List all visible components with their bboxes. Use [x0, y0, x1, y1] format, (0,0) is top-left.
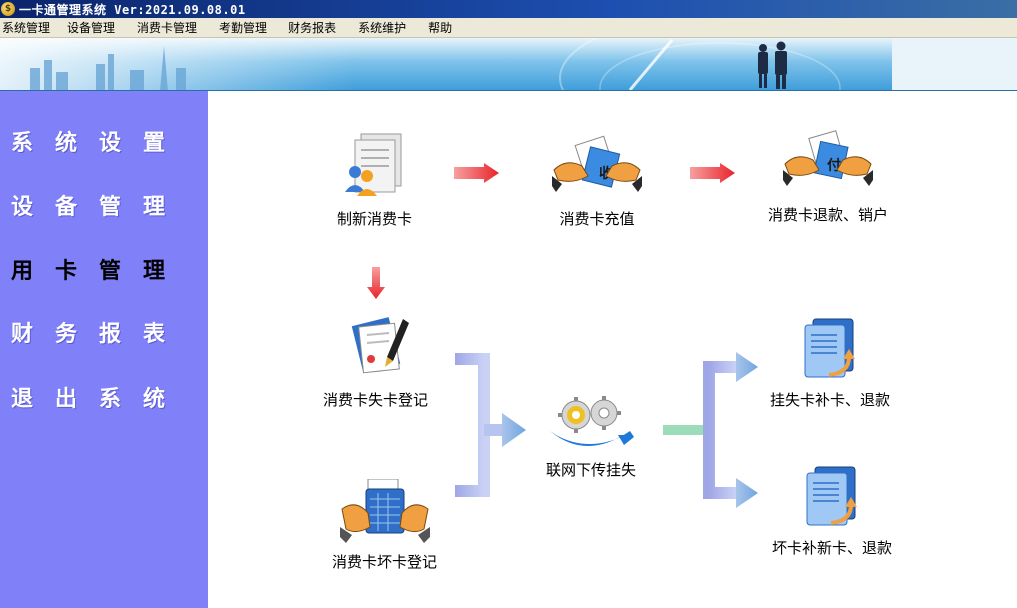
node-network-download[interactable]: 联网下传挂失 [546, 391, 636, 480]
gears-sync-icon [550, 396, 634, 446]
lost-register-label: 消费卡失卡登记 [323, 391, 429, 409]
card-management-workflow: 制新消费卡 收 消费卡充值 付 [208, 91, 1017, 608]
node-lost-replace[interactable]: 挂失卡补卡、退款 [770, 317, 890, 410]
menu-financial-reports[interactable]: 财务报表 [288, 21, 337, 35]
new-card-label: 制新消费卡 [337, 210, 413, 228]
header-banner [0, 38, 1017, 91]
arrow-right-icon [690, 163, 735, 183]
arrow-right-icon [454, 163, 499, 183]
menu-device-management[interactable]: 设备管理 [67, 21, 116, 35]
menu-card-management[interactable]: 消费卡管理 [137, 21, 198, 35]
recharge-hands-icon: 收 [552, 135, 642, 192]
businessmen-illustration [758, 41, 787, 89]
split-bracket [703, 361, 736, 499]
menu-help[interactable]: 帮助 [428, 21, 453, 35]
card-replace-icon [804, 318, 855, 378]
node-recharge[interactable]: 收 消费卡充值 [552, 132, 642, 229]
connector-line [663, 425, 709, 435]
app-icon: $ [1, 2, 15, 16]
menu-system-management[interactable]: 系统管理 [2, 21, 51, 35]
card-replace-icon [806, 466, 857, 526]
node-refund-close[interactable]: 付 消费卡退款、销户 [768, 130, 888, 225]
sidebar-item-financial-reports[interactable]: 财务报表 [11, 321, 188, 347]
recharge-label: 消费卡充值 [559, 210, 635, 228]
broken-replace-label: 坏卡补新卡、退款 [772, 539, 893, 557]
node-broken-replace[interactable]: 坏卡补新卡、退款 [772, 465, 892, 558]
window-title: 一卡通管理系统 Ver:2021.09.08.01 [19, 2, 246, 17]
merge-bracket [455, 353, 490, 497]
node-lost-register[interactable]: 消费卡失卡登记 [323, 313, 428, 410]
sidebar-item-card-management[interactable]: 用卡管理 [11, 258, 188, 284]
menu-system-maintenance[interactable]: 系统维护 [358, 21, 407, 35]
menu-attendance-management[interactable]: 考勤管理 [219, 21, 268, 35]
menu-bar: 系统管理 设备管理 消费卡管理 考勤管理 财务报表 系统维护 帮助 [0, 18, 1017, 38]
sidebar-item-exit-system[interactable]: 退出系统 [11, 386, 188, 412]
network-download-label: 联网下传挂失 [546, 461, 637, 479]
broken-card-register-icon [339, 479, 430, 543]
title-bar: $ 一卡通管理系统 Ver:2021.09.08.01 [0, 0, 1017, 18]
lost-replace-label: 挂失卡补卡、退款 [770, 391, 891, 409]
lost-card-register-icon [351, 317, 409, 374]
card-documents-icon [344, 133, 401, 196]
arrow-right-icon [736, 352, 758, 382]
city-skyline-illustration [30, 46, 186, 90]
node-new-card[interactable]: 制新消费卡 [337, 130, 412, 229]
refund-hands-icon: 付 [783, 130, 873, 186]
sidebar-item-system-settings[interactable]: 系统设置 [11, 130, 188, 156]
arrow-right-icon [736, 478, 758, 508]
sidebar: 系统设置 设备管理 用卡管理 财务报表 退出系统 [0, 91, 208, 608]
sidebar-item-device-management[interactable]: 设备管理 [11, 194, 188, 220]
broken-register-label: 消费卡坏卡登记 [332, 553, 438, 571]
node-broken-register[interactable]: 消费卡坏卡登记 [332, 479, 437, 572]
arrow-down-icon [367, 267, 385, 299]
arrow-right-icon [502, 413, 526, 447]
refund-close-label: 消费卡退款、销户 [768, 206, 889, 224]
